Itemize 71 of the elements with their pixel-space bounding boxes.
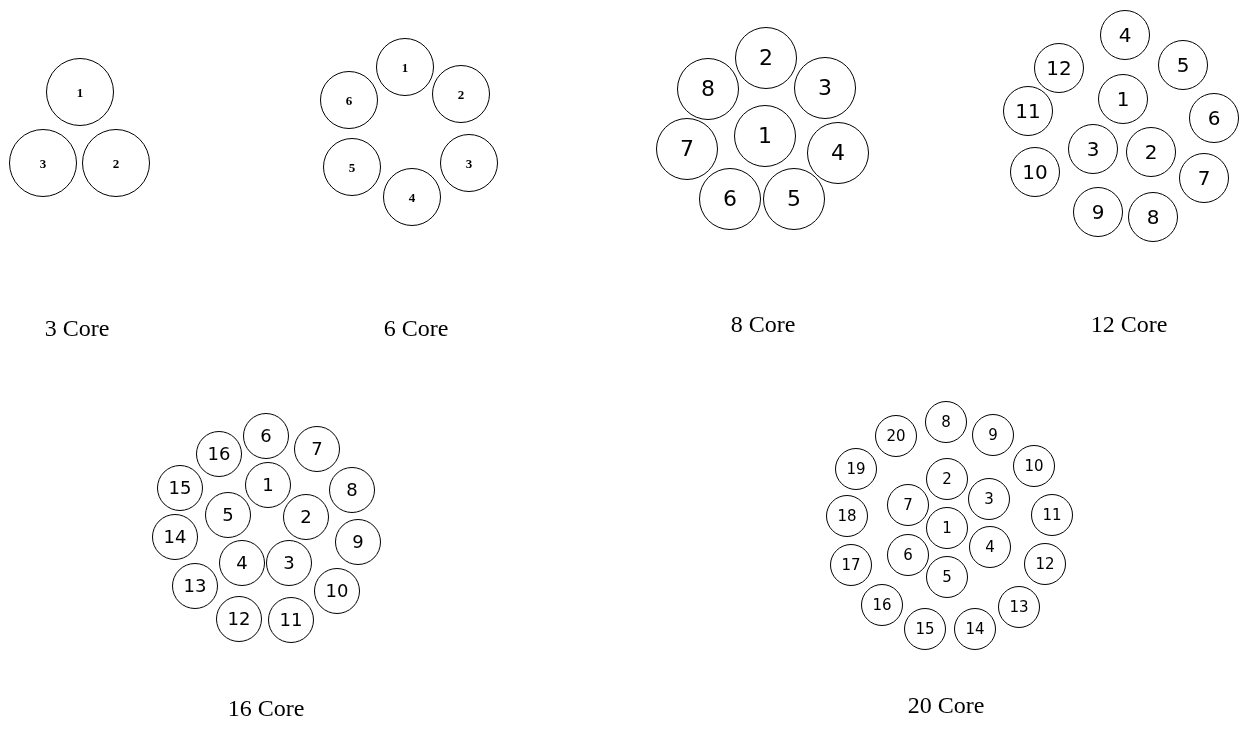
core-circle: 7 [887, 484, 929, 526]
caption: 8 Core [730, 311, 796, 338]
caption: 20 Core [907, 692, 985, 719]
core-circle: 10 [1010, 147, 1060, 197]
core-circle: 3 [9, 129, 77, 197]
core-circle: 15 [904, 608, 946, 650]
core-circle: 1 [245, 462, 291, 508]
core-circle: 6 [887, 534, 929, 576]
core-circle: 3 [440, 134, 498, 192]
core-circle: 5 [763, 168, 825, 230]
core-circle: 1 [734, 105, 796, 167]
core-circle: 16 [196, 431, 242, 477]
core-circle: 5 [323, 138, 381, 196]
core-circle: 16 [861, 584, 903, 626]
core-circle: 8 [925, 401, 967, 443]
core-circle: 12 [1024, 543, 1066, 585]
core-circle: 10 [1013, 445, 1055, 487]
core-circle: 6 [1189, 93, 1239, 143]
core-circle: 12 [216, 596, 262, 642]
core-circle: 13 [998, 586, 1040, 628]
core-circle: 1 [376, 38, 434, 96]
core-circle: 8 [329, 467, 375, 513]
core-circle: 9 [335, 519, 381, 565]
core-circle: 3 [1068, 124, 1118, 174]
core-circle: 2 [432, 65, 490, 123]
core-circle: 7 [294, 426, 340, 472]
core-circle: 2 [926, 458, 968, 500]
core-circle: 17 [830, 544, 872, 586]
core-circle: 6 [699, 168, 761, 230]
core-circle: 5 [926, 556, 968, 598]
caption: 16 Core [227, 695, 305, 722]
core-circle: 7 [656, 118, 718, 180]
core-circle: 1 [46, 58, 114, 126]
core-circle: 8 [1128, 192, 1178, 242]
core-circle: 9 [1073, 187, 1123, 237]
core-circle: 19 [835, 448, 877, 490]
core-circle: 20 [875, 415, 917, 457]
core-circle: 9 [972, 414, 1014, 456]
core-circle: 13 [172, 563, 218, 609]
core-circle: 2 [735, 27, 797, 89]
caption: 6 Core [383, 315, 449, 342]
core-circle: 1 [926, 507, 968, 549]
core-circle: 10 [314, 568, 360, 614]
core-circle: 8 [677, 58, 739, 120]
core-circle: 18 [826, 495, 868, 537]
core-circle: 3 [968, 478, 1010, 520]
core-circle: 4 [1100, 10, 1150, 60]
core-circle: 11 [268, 597, 314, 643]
core-circle: 12 [1034, 43, 1084, 93]
core-circle: 5 [1158, 40, 1208, 90]
core-circle: 7 [1179, 153, 1229, 203]
core-circle: 5 [205, 492, 251, 538]
core-circle: 2 [1126, 127, 1176, 177]
caption: 3 Core [44, 315, 110, 342]
core-circle: 4 [383, 168, 441, 226]
core-circle: 6 [320, 71, 378, 129]
core-circle: 15 [157, 465, 203, 511]
core-circle: 11 [1031, 494, 1073, 536]
core-circle: 4 [807, 122, 869, 184]
core-circle: 3 [266, 540, 312, 586]
caption: 12 Core [1090, 311, 1168, 338]
core-circle: 2 [283, 494, 329, 540]
core-circle: 14 [954, 608, 996, 650]
core-circle: 2 [82, 129, 150, 197]
core-circle: 1 [1098, 74, 1148, 124]
core-circle: 4 [969, 526, 1011, 568]
core-circle: 14 [152, 514, 198, 560]
core-circle: 4 [219, 540, 265, 586]
core-circle: 11 [1003, 86, 1053, 136]
core-circle: 6 [243, 413, 289, 459]
core-circle: 3 [794, 57, 856, 119]
